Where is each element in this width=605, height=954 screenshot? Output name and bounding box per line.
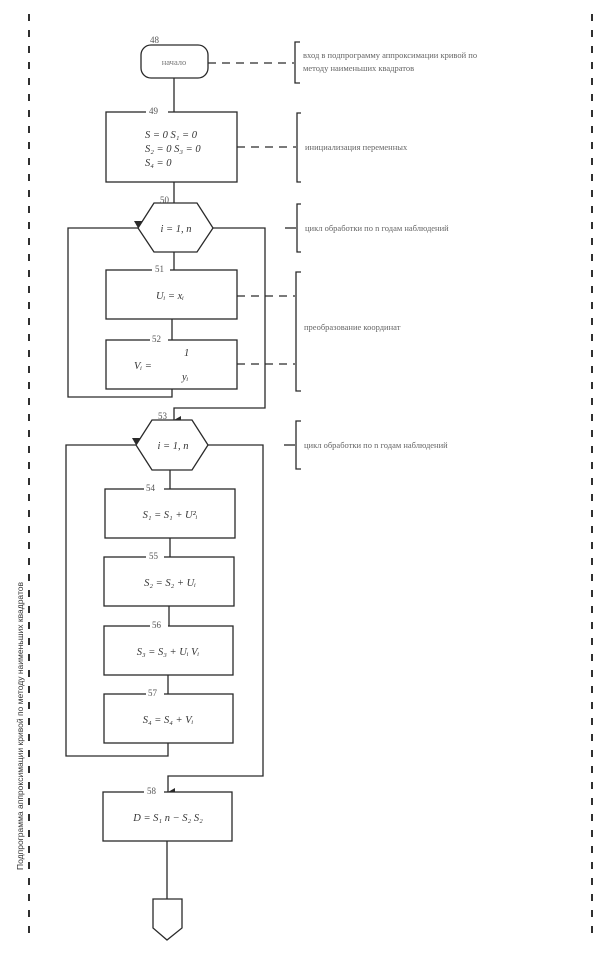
block-51-formula: Uᵢ = xᵢ — [156, 291, 184, 302]
annotation-bracket — [296, 203, 301, 253]
block-number: 48 — [150, 35, 160, 45]
block-58-formula: D = S₁ n − S₂ S₂ — [132, 813, 203, 824]
block-54: 54 S₁ = S₁ + U²ᵢ — [104, 483, 236, 539]
block-number: 50 — [160, 195, 170, 205]
loop1-label: i = 1, n — [160, 224, 191, 235]
block-54-formula: S₁ = S₁ + U²ᵢ — [143, 510, 198, 521]
loop2-label: i = 1, n — [157, 441, 188, 452]
block-55-shape — [103, 556, 235, 607]
start-terminal: 48 начало — [140, 35, 209, 79]
annotation-loop1: цикл обработки по n годам наблюдений — [305, 223, 449, 233]
block-56-shape — [103, 625, 234, 676]
loop1-hexagon: 50 i = 1, n — [137, 195, 214, 253]
side-title: Подпрограмма аппроксимации кривой по мет… — [15, 582, 25, 870]
block-55: 55 S₂ = S₂ + Uᵢ — [103, 551, 235, 607]
block-58: 58 D = S₁ n − S₂ S₂ — [102, 786, 233, 842]
start-label: начало — [162, 57, 187, 67]
annotation-bracket — [295, 420, 301, 470]
block-56: 56 S₃ = S₃ + Uᵢ Vᵢ — [103, 620, 234, 676]
init-line-3: S₄ = 0 — [145, 158, 172, 169]
block-number: 56 — [152, 620, 162, 630]
block-number: 55 — [149, 551, 159, 561]
block-55-formula: S₂ = S₂ + Uᵢ — [144, 578, 196, 589]
annotation-init: инициализация переменных — [305, 142, 408, 152]
annotation-bracket — [296, 112, 301, 183]
block-58-shape — [102, 791, 233, 842]
block-57-formula: S₄ = S₄ + Vᵢ — [143, 715, 194, 726]
annotation-bracket — [294, 41, 300, 84]
loop1-return-line — [67, 221, 173, 398]
block-54-shape — [104, 488, 236, 539]
block-number: 54 — [146, 483, 156, 493]
off-page-connector — [152, 898, 183, 941]
loop2-hexagon: 53 i = 1, n — [135, 411, 209, 471]
block-52-lhs: Vᵢ = — [134, 361, 152, 372]
annotation-start-line-1: вход в подпрограмму аппроксимации кривой… — [303, 50, 477, 60]
block-number: 52 — [152, 334, 161, 344]
annotation-start-line-2: методу наименьших квадратов — [303, 63, 414, 73]
block-number: 58 — [147, 786, 157, 796]
block-number: 53 — [158, 411, 168, 421]
block-52-shape — [105, 339, 238, 390]
loop1-exit-line — [173, 227, 266, 424]
loop2-exit-line — [167, 444, 264, 796]
block-52-denominator: yᵢ — [181, 372, 189, 383]
block-51: 51 Uᵢ = xᵢ — [105, 264, 238, 320]
block-57: 57 S₄ = S₄ + Vᵢ — [103, 688, 234, 744]
init-block: 49 S = 0 S₁ = 0 S₂ = 0 S₃ = 0 S₄ = 0 — [105, 106, 238, 183]
init-block-shape — [105, 111, 238, 183]
block-number: 51 — [155, 264, 164, 274]
init-line-2: S₂ = 0 S₃ = 0 — [145, 144, 201, 155]
block-number: 57 — [148, 688, 158, 698]
annotation-transform: преобразование координат — [304, 322, 401, 332]
init-line-1: S = 0 S₁ = 0 — [145, 130, 198, 141]
annotation-loop2: цикл обработки по n годам наблюдений — [304, 440, 448, 450]
block-56-formula: S₃ = S₃ + Uᵢ Vᵢ — [137, 647, 200, 658]
block-52: 52 Vᵢ = 1 yᵢ — [105, 334, 238, 390]
loop2-return-line — [65, 438, 169, 757]
annotation-bracket — [295, 271, 301, 392]
block-number: 49 — [149, 106, 159, 116]
block-52-numerator: 1 — [184, 348, 189, 359]
